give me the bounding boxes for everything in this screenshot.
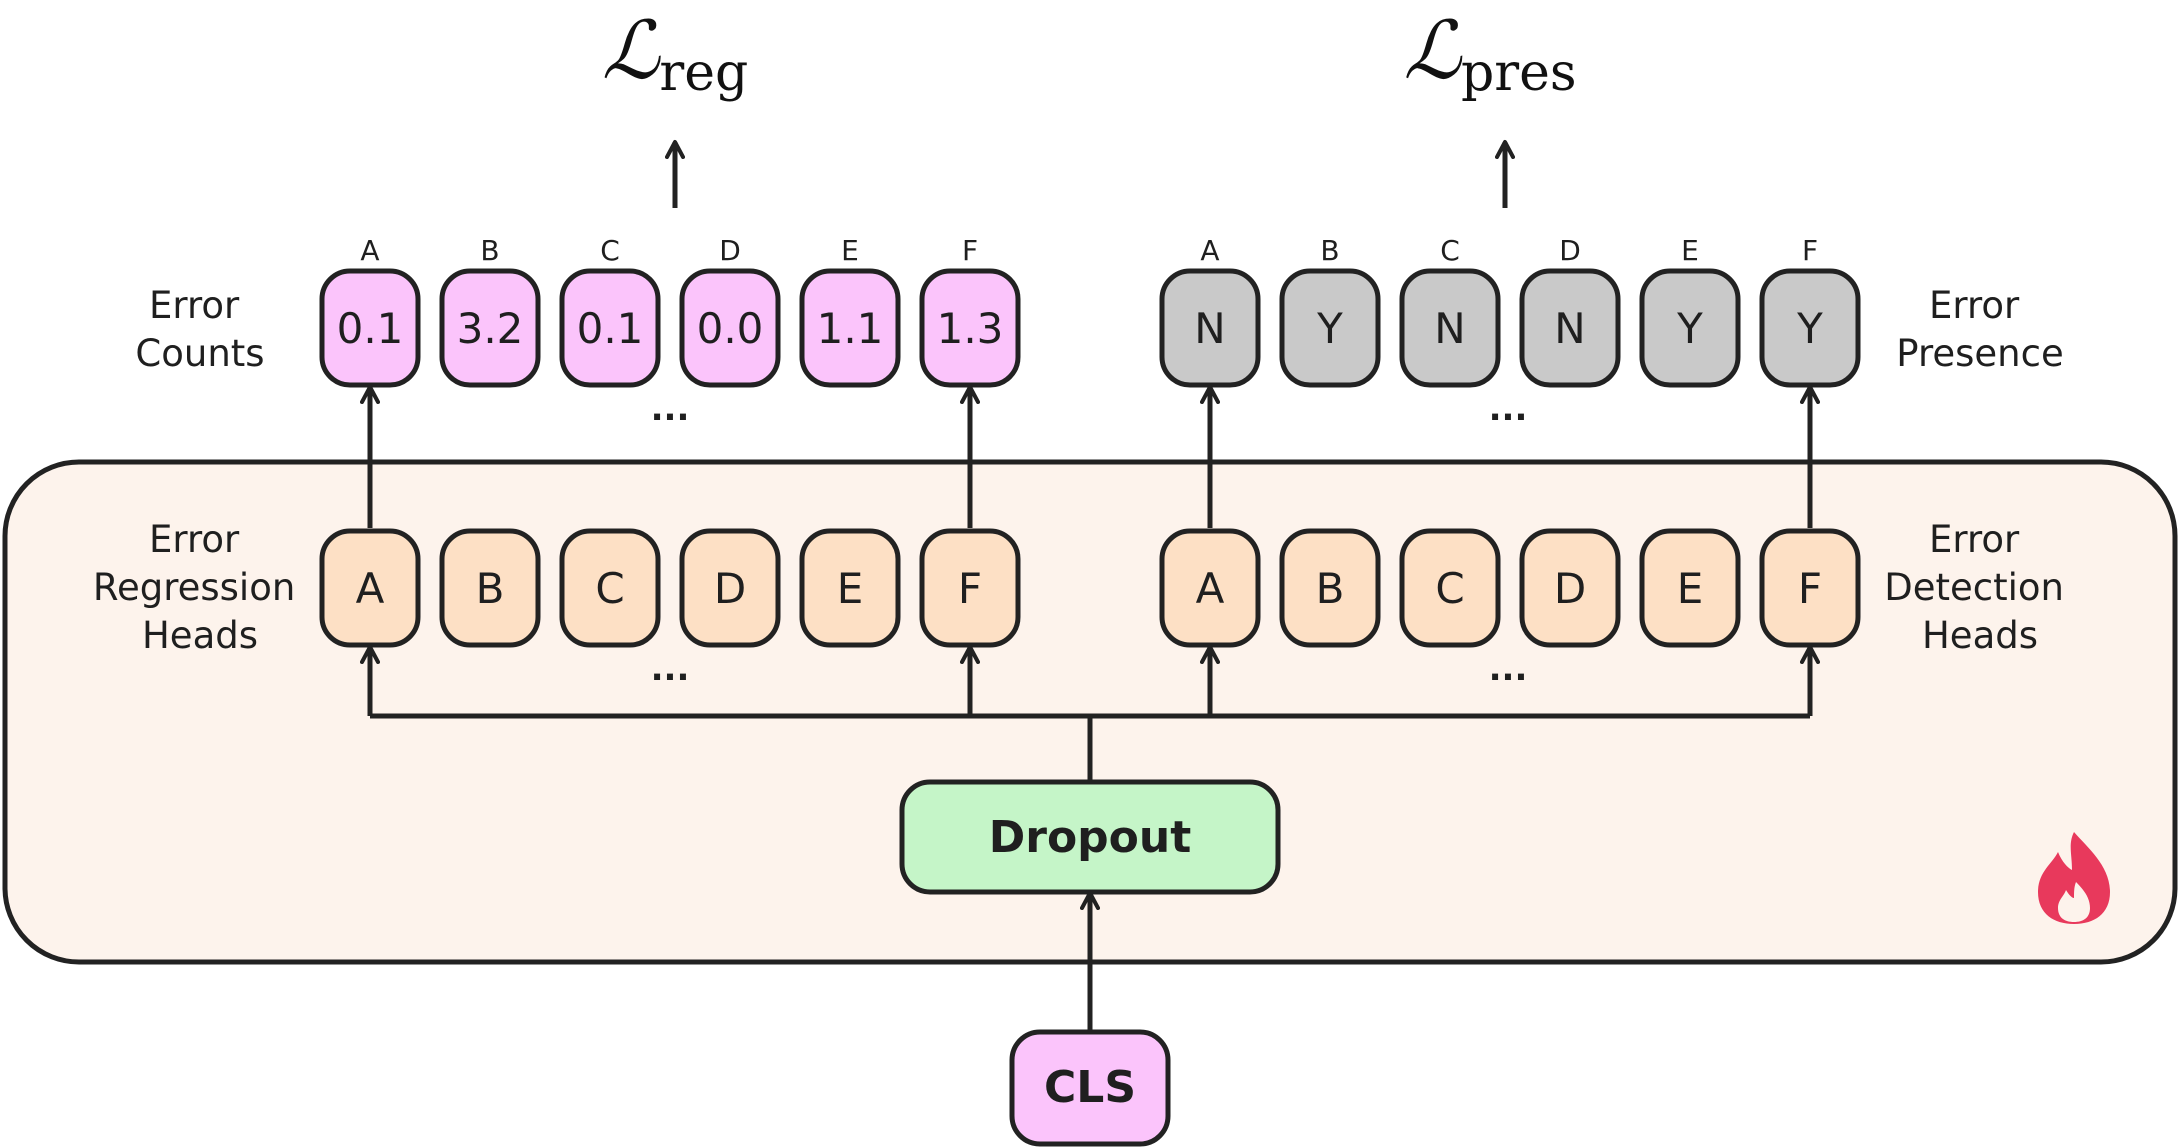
error-count-letter-d: D	[719, 234, 741, 267]
detection-head-d-text: D	[1554, 564, 1586, 613]
error-presence-e-text: Y	[1676, 304, 1703, 353]
error-count-b-text: 3.2	[457, 304, 524, 353]
loss-pres: ℒpres	[1403, 4, 1576, 103]
detection-head-e-box	[1639, 528, 1741, 648]
error-count-letter-e: E	[841, 234, 859, 267]
regression-head-b-text: B	[476, 564, 505, 613]
detection-head-d-box	[1519, 528, 1621, 648]
loss-reg: ℒreg	[602, 4, 749, 103]
dropout-label: Dropout	[989, 812, 1192, 863]
error-count-e: 1.1	[799, 268, 901, 388]
error-count-b: 3.2	[439, 268, 541, 388]
regression-head-d-text: D	[714, 564, 746, 613]
error-count-b-box	[439, 268, 541, 388]
regression-heads-ellipsis: ...	[651, 649, 690, 689]
error-count-a-text: 0.1	[337, 304, 404, 353]
regression-head-e-text: E	[837, 564, 864, 613]
detection-head-b-box	[1279, 528, 1381, 648]
error-presence-c-text: N	[1434, 304, 1465, 353]
error-presence-letter-f: F	[1802, 234, 1818, 267]
error-presence-c-box	[1399, 268, 1501, 388]
detection-heads-ellipsis: ...	[1489, 649, 1528, 689]
error-presence-b-text: Y	[1316, 304, 1343, 353]
error-count-d-box	[679, 268, 781, 388]
detection-head-c-text: C	[1435, 564, 1464, 613]
detection-head-e-text: E	[1677, 564, 1704, 613]
counts-ellipsis: ...	[651, 389, 690, 429]
error-presence-b: Y	[1279, 268, 1381, 388]
detection-head-a: A	[1159, 528, 1261, 648]
error-count-letter-a: A	[360, 234, 379, 267]
error-presence-letter-b: B	[1320, 234, 1339, 267]
error-count-c-text: 0.1	[577, 304, 644, 353]
error-count-a: 0.1	[319, 268, 421, 388]
error-count-d-text: 0.0	[697, 304, 764, 353]
detection-head-a-text: A	[1196, 564, 1225, 613]
dropout-box	[899, 779, 1281, 895]
detection-head-c-box	[1399, 528, 1501, 648]
error-presence-c: N	[1399, 268, 1501, 388]
regression-head-a-text: A	[356, 564, 385, 613]
regression-head-b-box	[439, 528, 541, 648]
detection-head-d: D	[1519, 528, 1621, 648]
error-count-c-box	[559, 268, 661, 388]
cls-label: CLS	[1044, 1062, 1136, 1113]
detection-head-f: F	[1759, 528, 1861, 648]
error-presence-d-box	[1519, 268, 1621, 388]
error-presence-label: Error Presence	[1896, 284, 2063, 375]
error-presence-e-box	[1639, 268, 1741, 388]
error-count-letter-c: C	[600, 234, 620, 267]
error-presence-a: N	[1159, 268, 1261, 388]
error-count-letter-b: B	[480, 234, 499, 267]
error-count-d: 0.0	[679, 268, 781, 388]
error-counts-label: Error Counts	[135, 284, 264, 375]
detection-head-b: B	[1279, 528, 1381, 648]
error-presence-a-text: N	[1194, 304, 1225, 353]
error-count-e-text: 1.1	[817, 304, 884, 353]
detection-heads-label: Error Detection Heads	[1884, 518, 2076, 657]
error-presence-e: Y	[1639, 268, 1741, 388]
regression-head-c-text: C	[595, 564, 624, 613]
regression-head-a: A	[319, 528, 421, 648]
error-count-c: 0.1	[559, 268, 661, 388]
node-columns: A0.1AB3.2BC0.1CD0.0DE1.1EF1.3FANABYBCNCD…	[319, 234, 1861, 716]
detection-head-b-text: B	[1316, 564, 1345, 613]
flame-icon	[2038, 832, 2110, 924]
regression-head-d-box	[679, 528, 781, 648]
error-presence-b-box	[1279, 268, 1381, 388]
error-presence-d: N	[1519, 268, 1621, 388]
regression-head-e: E	[799, 528, 901, 648]
error-presence-letter-a: A	[1200, 234, 1219, 267]
regression-head-f-text: F	[958, 564, 982, 613]
detection-head-c: C	[1399, 528, 1501, 648]
detection-head-e: E	[1639, 528, 1741, 648]
regression-head-d: D	[679, 528, 781, 648]
error-presence-f-text: Y	[1796, 304, 1823, 353]
presence-ellipsis: ...	[1489, 389, 1528, 429]
error-count-letter-f: F	[962, 234, 978, 267]
regression-heads-label: Error Regression Heads	[93, 518, 307, 657]
error-count-f-text: 1.3	[937, 304, 1004, 353]
error-presence-letter-d: D	[1559, 234, 1581, 267]
error-presence-letter-e: E	[1681, 234, 1699, 267]
error-presence-f: Y	[1759, 268, 1861, 388]
detection-head-f-text: F	[1798, 564, 1822, 613]
cls-box	[1009, 1029, 1171, 1147]
error-presence-letter-c: C	[1440, 234, 1460, 267]
regression-head-c-box	[559, 528, 661, 648]
error-count-e-box	[799, 268, 901, 388]
regression-head-f: F	[919, 528, 1021, 648]
regression-head-c: C	[559, 528, 661, 648]
error-presence-d-text: N	[1554, 304, 1585, 353]
regression-head-e-box	[799, 528, 901, 648]
error-count-f: 1.3	[919, 268, 1021, 388]
regression-head-b: B	[439, 528, 541, 648]
